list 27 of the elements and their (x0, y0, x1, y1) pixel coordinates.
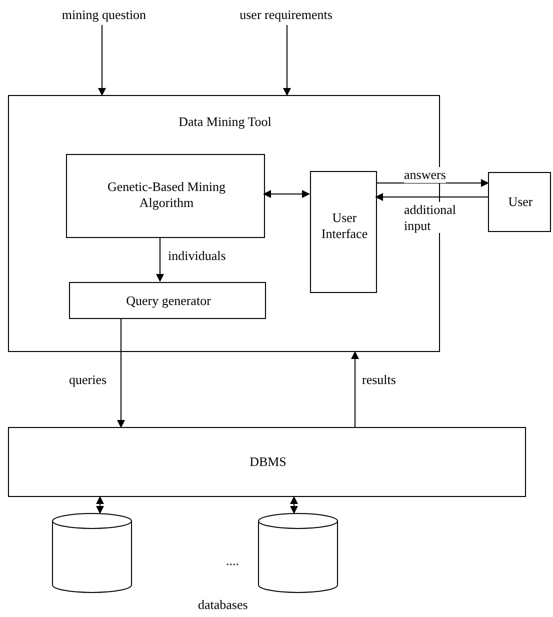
process-box (69, 282, 266, 319)
arrow (98, 24, 106, 96)
box-label: User (507, 194, 534, 210)
arrow (290, 496, 298, 514)
arrow (283, 24, 291, 96)
database-cylinder (258, 513, 338, 593)
container-title: Data Mining Tool (178, 114, 272, 130)
box-label: Query generator (125, 293, 212, 310)
arrow (351, 351, 359, 428)
input-label: mining question (58, 7, 150, 25)
edge-label: answers (404, 167, 446, 183)
box-label: DBMS (248, 454, 288, 470)
actor-box (488, 172, 551, 232)
arrow (263, 190, 310, 198)
process-box (66, 154, 265, 238)
input-label: user requirements (230, 7, 342, 25)
arrow (156, 236, 164, 282)
box-label: Genetic-Based Mining Algorithm (106, 179, 227, 212)
database-cylinder (52, 513, 132, 593)
arrow (96, 496, 104, 514)
process-box (310, 171, 377, 293)
arrow (117, 318, 125, 428)
arrow (376, 179, 489, 187)
box-label: User Interface (320, 210, 369, 242)
dbms-box (8, 427, 526, 497)
arrow (375, 193, 488, 201)
edge-label: queries (69, 372, 107, 388)
